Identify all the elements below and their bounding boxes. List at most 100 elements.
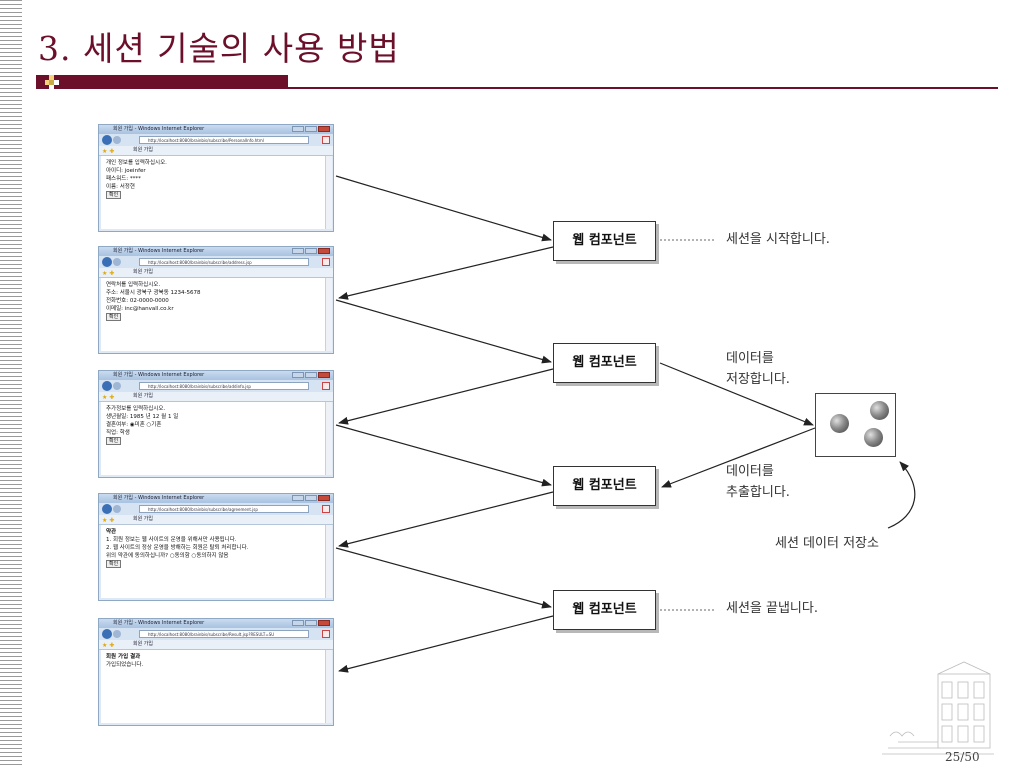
scrollbar[interactable] — [325, 650, 332, 723]
note-extract-line1: 데이터를 — [726, 464, 774, 479]
arrow-storage-to-comp3 — [661, 427, 816, 488]
back-icon[interactable] — [102, 504, 112, 514]
url-field[interactable]: http://localhost:8080/brainbis/subscribe… — [139, 505, 309, 513]
note-storage-label: 세션 데이터 저장소 — [775, 536, 879, 551]
content-line: 연락처를 입력하십시오. — [106, 282, 161, 288]
data-ball-icon — [830, 414, 849, 433]
arrow-comp2-to-storage — [659, 362, 814, 426]
forward-icon[interactable] — [113, 136, 121, 144]
page-content: 회원 가입 결과 가입되었습니다. — [101, 650, 325, 723]
back-icon[interactable] — [102, 257, 112, 267]
favorites-star-icon[interactable]: ★ ✚ — [102, 148, 115, 155]
note-save-line1: 데이터를 — [726, 351, 774, 366]
content-line: 개인 정보를 입력하십시오. — [106, 160, 167, 166]
arrow-win4-to-comp4 — [335, 547, 552, 609]
arrow-comp4-to-win5 — [338, 615, 554, 673]
back-icon[interactable] — [102, 135, 112, 145]
content-line: 1. 회원 정보는 웹 사이트의 운영을 위해서만 사용됩니다. — [106, 537, 237, 543]
url-field[interactable]: http://localhost:8080/brainbis/subscribe… — [139, 258, 309, 266]
page-content: 추가정보를 입력하십시오. 생년월일: 1985 년 12 월 1 일 결혼여부… — [101, 402, 325, 475]
address-bar: http://localhost:8080/brainbis/subscribe… — [99, 256, 333, 268]
page-content: 개인 정보를 입력하십시오. 아이디: joeinfer 패스워드: **** … — [101, 156, 325, 229]
forward-icon[interactable] — [113, 258, 121, 266]
tab-label[interactable]: 회원 가입 — [133, 516, 153, 522]
favorites-star-icon[interactable]: ★ ✚ — [102, 642, 115, 649]
page-number: 25/50 — [945, 750, 980, 764]
tab-label[interactable]: 회원 가입 — [133, 641, 153, 647]
browser-window-additional-info: 회원 가입 - Windows Internet Explorer http:/… — [98, 370, 334, 478]
tab-label[interactable]: 회원 가입 — [133, 269, 153, 275]
stop-icon[interactable] — [322, 136, 330, 144]
title-underline-thin — [36, 87, 998, 89]
stop-icon[interactable] — [322, 630, 330, 638]
content-line: 이메일: inc@hanvall.co.kr — [106, 306, 174, 312]
scrollbar[interactable] — [325, 402, 332, 475]
window-titlebar: 회원 가입 - Windows Internet Explorer — [99, 494, 333, 503]
arrow-storage-label — [887, 461, 916, 529]
session-data-storage — [815, 393, 896, 457]
window-titlebar: 회원 가입 - Windows Internet Explorer — [99, 247, 333, 256]
browser-window-address: 회원 가입 - Windows Internet Explorer http:/… — [98, 246, 334, 354]
arrow-comp3-to-win4 — [338, 491, 554, 548]
note-extract-line2: 추출합니다. — [726, 485, 790, 500]
address-bar: http://localhost:8080/brainbis/subscribe… — [99, 503, 333, 515]
scrollbar[interactable] — [325, 278, 332, 351]
confirm-button[interactable]: 확인 — [106, 437, 122, 445]
building-watermark-icon — [882, 661, 994, 755]
content-line: 주소: 서울시 광북구 광북동 1234-5678 — [106, 290, 201, 296]
forward-icon[interactable] — [113, 630, 121, 638]
content-line: 2. 웹 사이트의 정상 운영을 방해하는 회원은 탈퇴 처리합니다. — [106, 545, 249, 551]
confirm-button[interactable]: 확인 — [106, 313, 122, 321]
note-save-line2: 저장합니다. — [726, 372, 790, 387]
back-icon[interactable] — [102, 381, 112, 391]
browser-window-agreement: 회원 가입 - Windows Internet Explorer http:/… — [98, 493, 334, 601]
favorites-star-icon[interactable]: ★ ✚ — [102, 270, 115, 277]
data-ball-icon — [864, 428, 883, 447]
content-line: 추가정보를 입력하십시오. — [106, 406, 166, 412]
tab-row: ★ ✚ 회원 가입 — [99, 640, 333, 650]
url-field[interactable]: http://localhost:8080/brainbis/subscribe… — [139, 382, 309, 390]
back-icon[interactable] — [102, 629, 112, 639]
window-titlebar: 회원 가입 - Windows Internet Explorer — [99, 371, 333, 380]
browser-window-personal-info: 회원 가입 - Windows Internet Explorer http:/… — [98, 124, 334, 232]
stop-icon[interactable] — [322, 505, 330, 513]
confirm-button[interactable]: 확인 — [106, 191, 122, 199]
confirm-button[interactable]: 확인 — [106, 560, 122, 568]
checker-deco-icon — [45, 75, 59, 90]
forward-icon[interactable] — [113, 382, 121, 390]
arrow-win2-to-comp2 — [335, 299, 552, 364]
note-session-end: 세션을 끝냅니다. — [726, 601, 818, 616]
slide-title: 3. 세션 기술의 사용 방법 — [38, 29, 400, 68]
content-line: 전화번호: 02-0000-0000 — [106, 298, 169, 304]
web-component-box: 웹 컴포넌트 — [553, 343, 656, 383]
address-bar: http://localhost:8080/brainbis/subscribe… — [99, 380, 333, 392]
arrow-comp2-to-win3 — [338, 368, 554, 425]
tab-label[interactable]: 회원 가입 — [133, 393, 153, 399]
url-field[interactable]: http://localhost:8080/brainbis/subscribe… — [139, 630, 309, 638]
content-line: 가입되었습니다. — [106, 662, 144, 668]
stop-icon[interactable] — [322, 382, 330, 390]
forward-icon[interactable] — [113, 505, 121, 513]
scrollbar[interactable] — [325, 156, 332, 229]
browser-window-result: 회원 가입 - Windows Internet Explorer http:/… — [98, 618, 334, 726]
window-titlebar: 회원 가입 - Windows Internet Explorer — [99, 125, 333, 134]
page-content: 약관 1. 회원 정보는 웹 사이트의 운영을 위해서만 사용됩니다. 2. 웹… — [101, 525, 325, 598]
scrollbar[interactable] — [325, 525, 332, 598]
content-line: 이름: 서정현 — [106, 184, 135, 190]
favorites-star-icon[interactable]: ★ ✚ — [102, 394, 115, 401]
url-field[interactable]: http://localhost:8080/brainbis/subscribe… — [139, 136, 309, 144]
web-component-box: 웹 컴포넌트 — [553, 590, 656, 630]
title-underline-thick — [36, 75, 288, 89]
stop-icon[interactable] — [322, 258, 330, 266]
favorites-star-icon[interactable]: ★ ✚ — [102, 517, 115, 524]
address-bar: http://localhost:8080/brainbis/subscribe… — [99, 628, 333, 640]
web-component-box: 웹 컴포넌트 — [553, 466, 656, 506]
address-bar: http://localhost:8080/brainbis/subscribe… — [99, 134, 333, 146]
content-line: 생년월일: 1985 년 12 월 1 일 — [106, 414, 179, 420]
tab-row: ★ ✚ 회원 가입 — [99, 515, 333, 525]
note-session-start: 세션을 시작합니다. — [726, 232, 830, 247]
tab-row: ★ ✚ 회원 가입 — [99, 392, 333, 402]
tab-label[interactable]: 회원 가입 — [133, 147, 153, 153]
window-titlebar: 회원 가입 - Windows Internet Explorer — [99, 619, 333, 628]
